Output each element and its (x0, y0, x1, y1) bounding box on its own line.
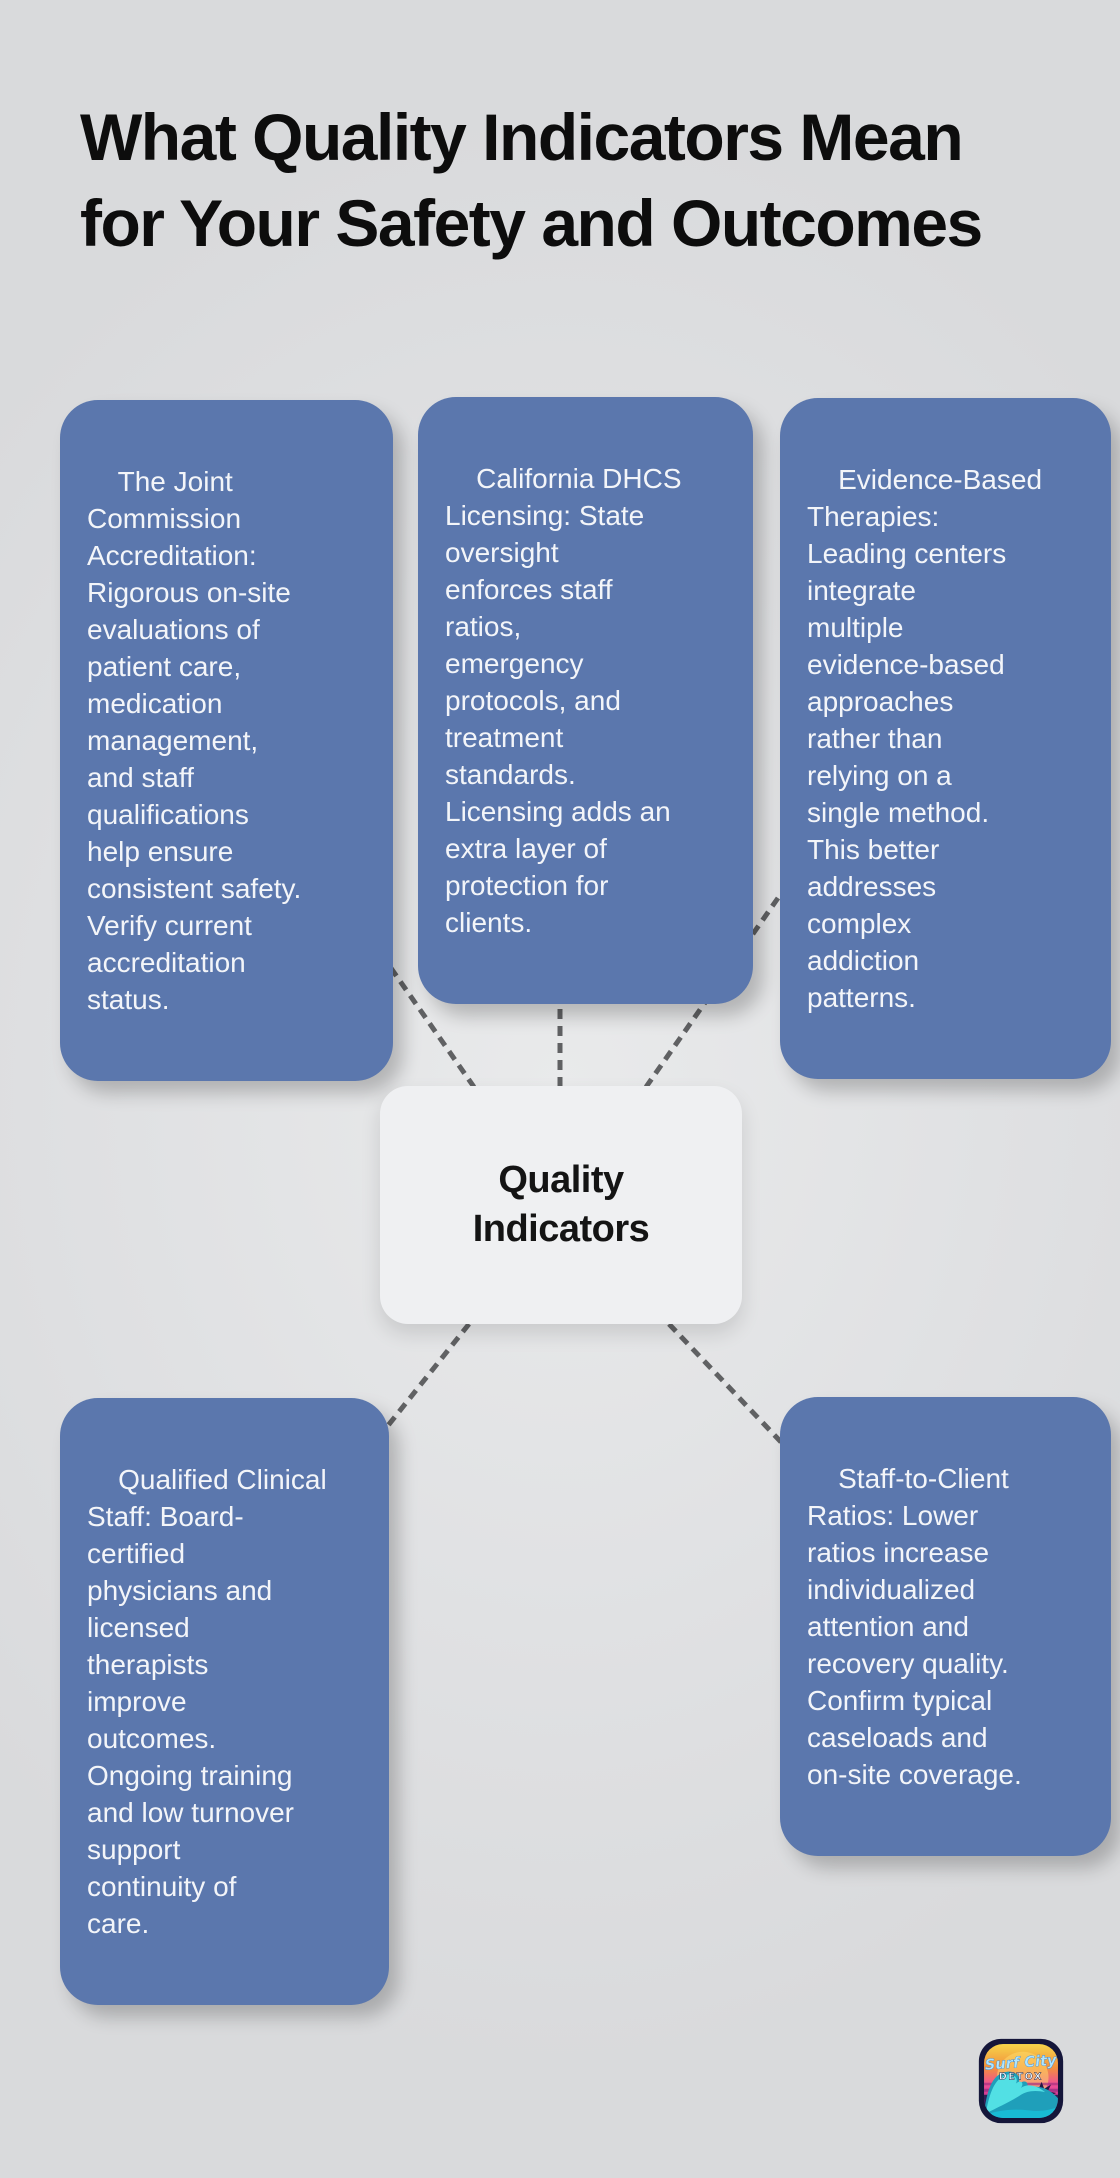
logo-brand-script: Surf City (984, 2052, 1058, 2074)
center-node: Quality Indicators (380, 1086, 742, 1324)
center-node-label: Quality Indicators (472, 1159, 650, 1250)
page-title: What Quality Indicators Mean for Your Sa… (80, 100, 983, 260)
connector-bottom-right (667, 1322, 783, 1444)
node-text: Evidence-Based Therapies: Leading center… (807, 464, 1043, 1013)
logo-brand-detox: DETOX (999, 2071, 1043, 2082)
connector-top-right (643, 896, 781, 1089)
node-text: California DHCS Licensing: State oversig… (445, 463, 682, 938)
node-text: Staff-to-Client Ratios: Lower ratios inc… (807, 1463, 1022, 1790)
brand-logo: Surf City DETOX (978, 2038, 1064, 2124)
node-evidence-based-therapies: Evidence-Based Therapies: Leading center… (780, 398, 1111, 1079)
node-joint-commission-accreditation: The Joint Commission Accreditation: Rigo… (60, 400, 393, 1081)
node-text: Qualified Clinical Staff: Board- certifi… (87, 1464, 327, 1939)
node-qualified-clinical-staff: Qualified Clinical Staff: Board- certifi… (60, 1398, 389, 2005)
node-staff-to-client-ratios: Staff-to-Client Ratios: Lower ratios inc… (780, 1397, 1111, 1856)
logo-wave-foam (984, 2106, 1058, 2118)
node-text: The Joint Commission Accreditation: Rigo… (87, 466, 302, 1015)
node-california-dhcs-licensing: California DHCS Licensing: State oversig… (418, 397, 753, 1004)
logo-wave-crest (985, 2074, 1046, 2114)
